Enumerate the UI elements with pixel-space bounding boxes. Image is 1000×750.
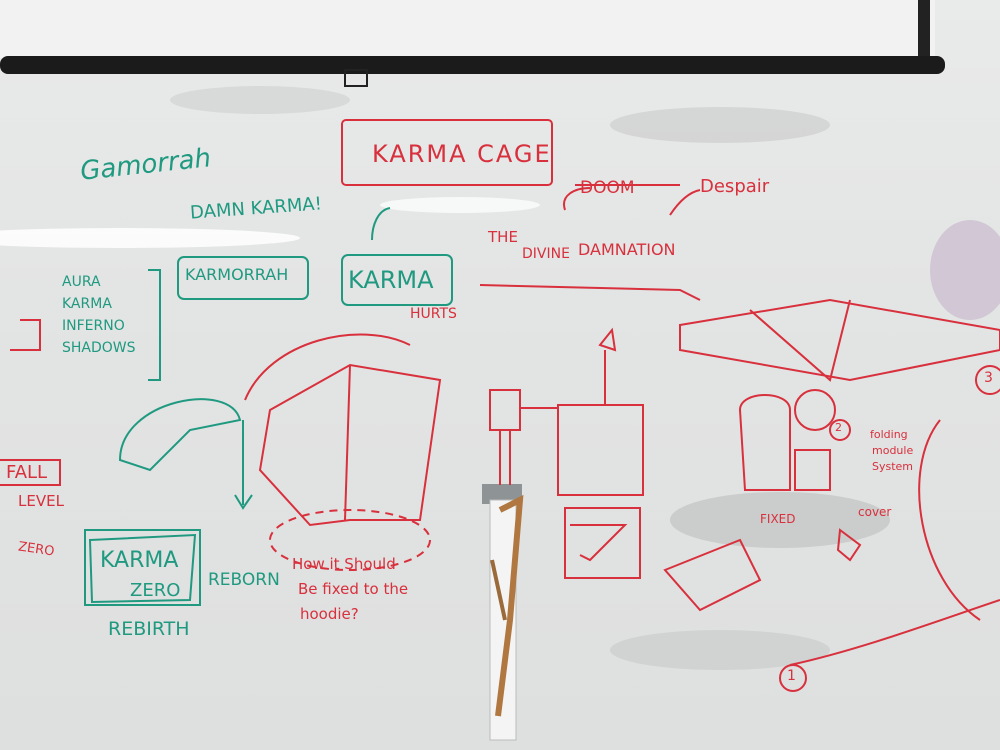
circle-part <box>794 389 836 431</box>
hinge-frame <box>564 507 641 579</box>
spark <box>598 327 617 352</box>
karma-zero-line1: KARMA <box>100 548 179 573</box>
hinge-inner <box>570 524 628 562</box>
folding-module <box>794 449 831 491</box>
eraser-smudge <box>610 630 830 670</box>
karma-zero-box <box>84 529 201 606</box>
karmorrah-label: KARMORRAH <box>185 265 289 284</box>
reborn-text: REBORN <box>208 570 280 590</box>
doom-underline <box>563 184 680 211</box>
number-1: 1 <box>787 668 796 684</box>
portrait-frame <box>557 404 644 496</box>
connector <box>669 189 701 216</box>
question-line1: How it Should <box>292 555 396 573</box>
question-line3: hoodie? <box>300 605 359 623</box>
question-line2: Be fixed to the <box>298 580 409 598</box>
screen-pull-handle <box>344 69 368 87</box>
hood-sketch <box>258 363 442 527</box>
purple-smudge <box>930 220 1000 320</box>
circle-1 <box>779 664 807 692</box>
big-curve <box>918 419 981 621</box>
fixed-text: FIXED <box>760 512 796 526</box>
cylinder <box>738 394 791 491</box>
red-arc-arrow <box>244 333 411 401</box>
number-2: 2 <box>835 421 842 434</box>
light-glare <box>380 197 540 213</box>
folding-line2: module <box>872 444 914 457</box>
fall-text: FALL <box>6 462 48 483</box>
doom-text: DOOM <box>580 178 635 198</box>
light-glare <box>0 228 300 248</box>
green-dome-sketch <box>118 398 242 472</box>
circle-2 <box>829 419 851 441</box>
hurts-text: HURTS <box>410 306 457 322</box>
hood-seam <box>344 364 351 521</box>
name-list-3: INFERNO <box>62 318 125 334</box>
eraser-smudge <box>670 492 890 548</box>
folding-line1: folding <box>870 428 908 441</box>
metal-clip <box>482 484 522 504</box>
hinge-sketch <box>663 538 762 612</box>
name-list-2: KARMA <box>62 296 112 312</box>
the-text: THE <box>488 228 518 246</box>
hood-dashed-ring <box>269 509 431 571</box>
rebirth-text: REBIRTH <box>108 618 190 640</box>
fall-box <box>0 459 61 486</box>
karma-label: KARMA <box>348 266 434 294</box>
name-list-4: SHADOWS <box>62 340 136 356</box>
small-frame <box>489 389 521 431</box>
karma-cage-text: KARMA CAGE <box>372 140 552 168</box>
despair-text: Despair <box>700 176 770 197</box>
cone-inner <box>749 299 851 382</box>
screen-bracket <box>918 0 930 62</box>
large-cone-top <box>679 298 1000 382</box>
eraser-smudge <box>610 107 830 143</box>
number-3: 3 <box>984 370 993 386</box>
circle-3 <box>975 365 1000 395</box>
wooden-stick <box>495 494 524 717</box>
arrow-head <box>234 494 253 510</box>
small-doodle <box>836 528 862 562</box>
level-text: LEVEL <box>18 492 64 510</box>
left-figure <box>10 319 41 351</box>
name-list-1: AURA <box>62 274 101 290</box>
pillar <box>499 430 511 485</box>
divine-text: DIVINE <box>522 246 570 262</box>
folding-line3: System <box>872 460 914 473</box>
damnation-text: DAMNATION <box>578 240 676 259</box>
guide-line <box>479 284 701 301</box>
arrow <box>371 207 391 241</box>
line-to-1 <box>789 599 1000 666</box>
screen-roller <box>0 56 945 74</box>
karma-zero-box-inner <box>88 533 197 604</box>
cover-text: cover <box>858 505 892 519</box>
karma-zero-line2: ZERO <box>130 580 181 601</box>
bracket <box>148 269 161 381</box>
karma-box <box>341 254 453 306</box>
karmorrah-box <box>177 256 309 300</box>
projector-screen <box>0 0 935 58</box>
eraser-smudge <box>170 86 350 114</box>
karma-cage-box <box>341 119 553 186</box>
wooden-stick <box>490 559 507 621</box>
